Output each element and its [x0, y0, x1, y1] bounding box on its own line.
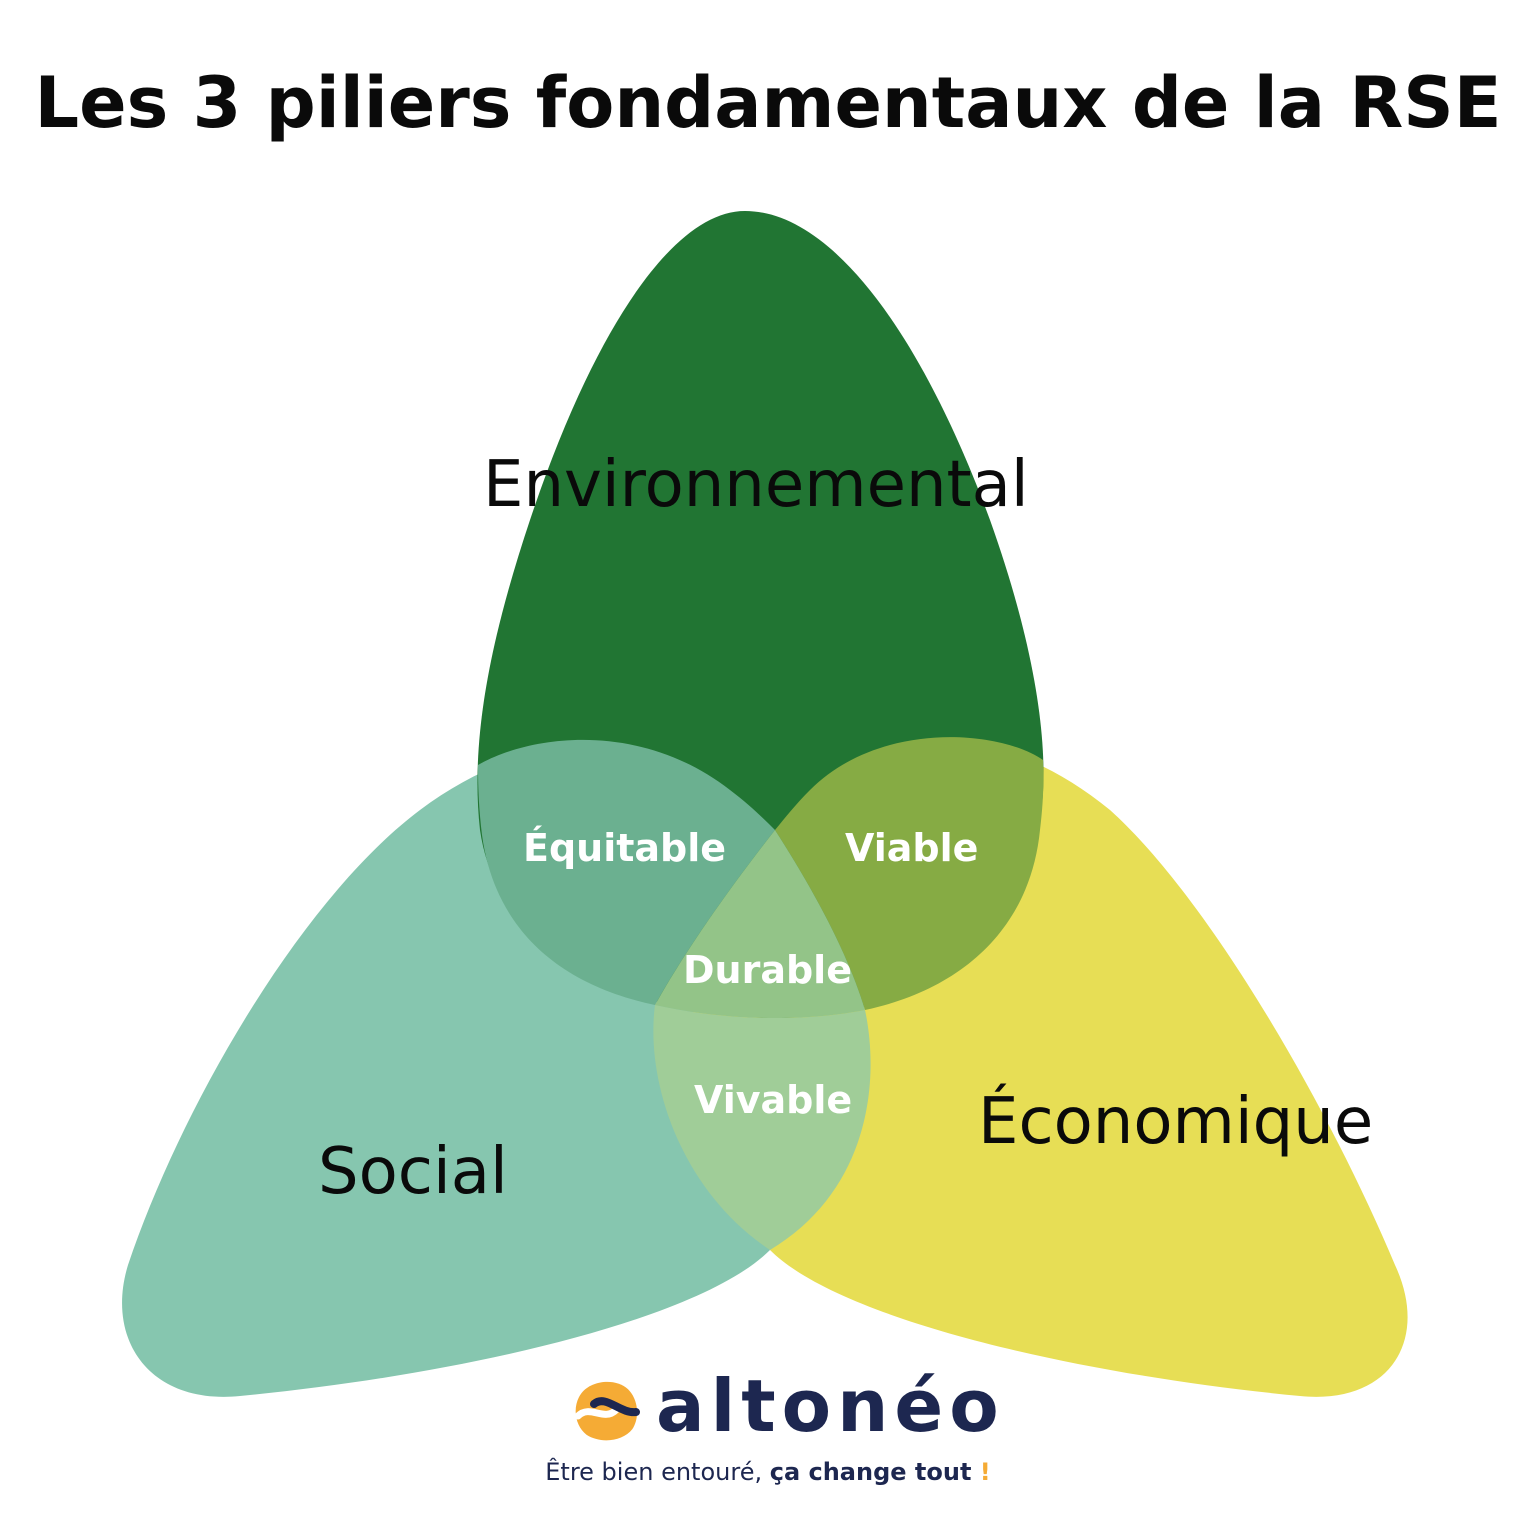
label-economique: Économique: [978, 1085, 1374, 1159]
altoneo-wordmark: altonéo: [656, 1364, 1005, 1448]
tagline-bold: ça change tout: [769, 1458, 972, 1486]
intersection-durable: [655, 830, 865, 1018]
tagline: Être bien entouré, ça change tout !: [0, 1458, 1536, 1486]
label-vivable: Vivable: [694, 1078, 853, 1122]
altoneo-logo: altonéo: [572, 1364, 999, 1448]
label-equitable: Équitable: [523, 826, 727, 870]
tagline-exclamation: !: [971, 1458, 991, 1486]
tagline-regular: Être bien entouré,: [545, 1458, 770, 1486]
intersection-viable: [775, 737, 1044, 1010]
label-environnemental: Environnemental: [483, 448, 1029, 522]
label-social: Social: [318, 1135, 508, 1209]
label-durable: Durable: [683, 948, 852, 992]
intersection-vivable: [653, 1005, 871, 1250]
intersection-equitable: [478, 739, 775, 1005]
altoneo-logo-icon: [574, 1382, 640, 1441]
page-title: Les 3 piliers fondamentaux de la RSE: [34, 62, 1502, 144]
label-viable: Viable: [845, 826, 979, 870]
